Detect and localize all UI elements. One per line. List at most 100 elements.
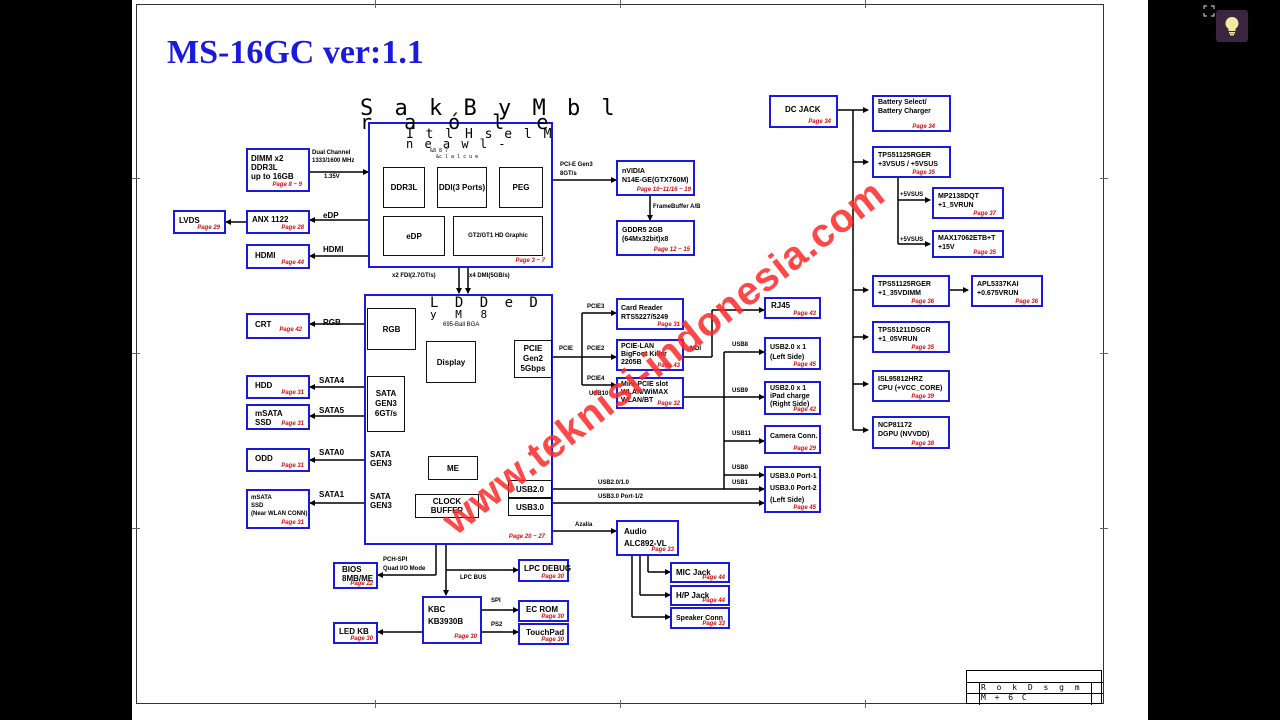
tps51211-block: TPS51211DSCR +1_05VRUN Page 35 [872,321,950,353]
dimm-block: DIMM x2 DDR3L up to 16GB Page 8 ~ 9 [246,148,310,192]
odd-page: Page 31 [281,463,304,469]
hdmi-text: HDMI [255,251,276,260]
lvds-text: LVDS [179,216,200,225]
odd-text: ODD [255,454,273,463]
cpu-garbled-label: S a k B y M b l [360,96,619,121]
label-hdmi: HDMI [323,245,344,254]
label-rgb: RGB [323,318,341,327]
camera-text: Camera Conn. [770,433,818,440]
label-pcie: PCIE [559,346,574,352]
pch-block: L D D e D y M 8 695-Ball BGA RGB Display… [364,294,553,545]
dcjack-block: DC JACK Page 34 [769,95,838,128]
kbc-text: KBC KB3930B [428,605,464,626]
label-usb1: USB1 [732,480,749,486]
pch-usb20: USB2.0 [508,480,552,498]
hdd-page: Page 31 [281,390,304,396]
camera-page: Page 29 [793,446,816,452]
rj45-text: RJ45 [771,301,791,310]
tps51125b-block: TPS51125RGER +1_35VDIMM Page 36 [872,275,950,307]
max17062-text: MAX17062ETB+T +15V [938,235,996,251]
camera-block: Camera Conn. Page 29 [764,425,821,454]
ecrom-block: EC ROM Page 30 [518,600,569,622]
title-block-text: M + 6 C [981,693,1029,702]
cpu-ddi: DDI(3 Ports) [437,167,487,208]
hdmi-page: Page 44 [281,260,304,266]
touchpad-block: TouchPad Page 30 [518,623,569,645]
pch-usb30: USB3.0 [508,498,552,516]
minipcie-page: Page 32 [657,401,680,407]
label-mdi: MDI [690,346,701,352]
tps51211-text: TPS51211DSCR +1_05VRUN [878,327,931,343]
msata-block: mSATA SSD Page 31 [246,404,310,430]
max17062-page: Page 35 [973,250,996,256]
pch-bga: 695-Ball BGA [443,322,480,328]
battery-text: Battery Select/ Battery Charger [878,99,931,115]
tps51125-page: Page 35 [912,170,935,176]
audio-page: Page 33 [651,547,674,553]
cpu-garbled-label: &8 8 7 [430,148,449,154]
border-tick [1100,528,1108,529]
pch-rgb: RGB [367,308,416,350]
pch-page: Page 20 ~ 27 [508,534,545,540]
touchpad-page: Page 30 [541,637,564,643]
pch-clock-buffer: CLOCK BUFFER [415,494,479,518]
title-block-line [967,693,1103,694]
label-spi: SPI [491,598,501,604]
audio-text: Audio ALC892-VL [624,527,667,548]
ncp81172-block: NCP81172 DGPU (NVVDD) Page 38 [872,416,950,449]
speaker-block: Speaker Conn Page 33 [670,607,730,629]
kbc-block: KBC KB3930B Page 30 [422,596,482,644]
lvds-page: Page 29 [197,225,220,231]
label-sata4: SATA4 [319,376,345,385]
label-pcie3: PCIE3 [587,304,605,310]
border-tick [132,353,140,354]
cpu-graphics: GT2/GT1 HD Graphic [453,216,543,256]
ncp81172-page: Page 38 [911,441,934,447]
label-sata5: SATA5 [319,406,345,415]
max17062-block: MAX17062ETB+T +15V Page 35 [932,230,1004,258]
label-usb30port: USB3.0 Port-1/2 [598,494,644,500]
pch-sata-gen3: SATA GEN3 [370,450,392,468]
pch-garbled-label: y M 8 [430,308,494,321]
title-block-line [967,682,1103,683]
border-tick [375,700,376,708]
border-tick [1100,353,1108,354]
label-usb0: USB0 [732,465,749,471]
label-pcie4: PCIE4 [587,376,605,382]
msata2-block: mSATA SSD (Near WLAN CONN) Page 31 [246,489,310,529]
tps51125-text: TPS51125RGER +3VSUS / +5VSUS [878,152,938,168]
pch-pcie: PCIE Gen2 5Gbps [514,340,552,378]
label-sata1: SATA1 [319,490,345,499]
cardreader-block: Card Reader RTS5227/5249 Page 31 [616,298,684,330]
label-lpc-bus: LPC BUS [460,575,487,581]
hpjack-block: H/P Jack Page 44 [670,585,730,606]
border-tick [1100,178,1108,179]
lpcdebug-text: LPC DEBUG [524,564,572,573]
crt-block: CRT Page 42 [246,313,310,339]
lvds-block: LVDS Page 29 [173,210,226,234]
crt-text: CRT [255,320,272,329]
lightbulb-button[interactable] [1216,10,1248,42]
label-mhz: 1333/1600 MHz [312,158,355,164]
cpu-garbled-label: &c l a l c u e [436,154,479,160]
mp2138-block: MP2138DQT +1_5VRUN Page 37 [932,187,1004,219]
usb2left-text: USB2.0 x 1 (Left Side) [770,344,807,361]
label-framebuffer: FrameBuffer A/B [653,204,701,210]
lightbulb-icon [1225,17,1239,36]
fullscreen-icon[interactable] [1203,5,1215,17]
battery-page: Page 34 [912,124,935,130]
isl95812-page: Page 39 [911,394,934,400]
bios-block: BIOS 8MB/ME Page 22 [333,562,378,589]
label-fdi: x2 FDI(2.7GT/s) [392,273,436,279]
pch-garbled-label: L D D e D [430,295,542,311]
gddr5-block: GDDR5 2GB (64Mx32bit)x8 Page 12 ~ 15 [616,220,695,256]
battery-block: Battery Select/ Battery Charger Page 34 [872,95,951,132]
pcielan-block: PCIE-LAN BigFoot Killer 2205B Page 43 [616,339,684,371]
cpu-block: S a k B y M b l r a ó l e I t l H s e l … [360,96,615,268]
apl5337-page: Page 36 [1015,299,1038,305]
border-tick [620,700,621,708]
lpcdebug-page: Page 30 [541,574,564,580]
minipcie-text: Mini-PCIE slot WLAN/WiMAX WLAN/BT [621,381,669,404]
label-sata0: SATA0 [319,448,345,457]
